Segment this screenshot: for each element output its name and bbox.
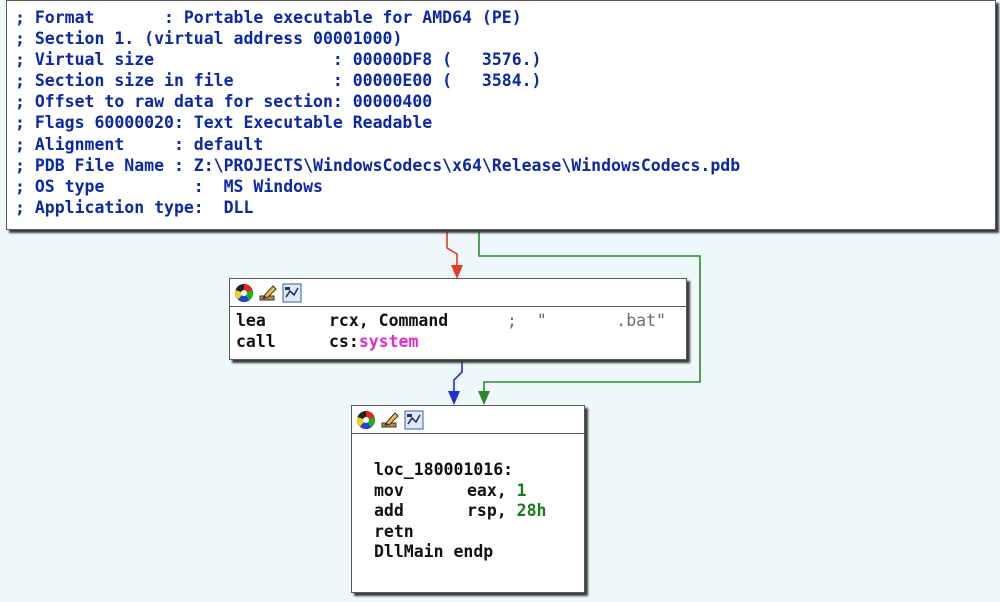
immediate-value: 28h [516,501,547,520]
color-palette-icon[interactable] [356,410,376,430]
code-node-call-system[interactable]: lea rcx, Command ; " .bat" call cs:system [229,278,687,360]
header-line: ; Format : Portable executable for AMD64… [15,8,522,27]
segment-prefix: cs: [329,331,359,351]
header-line: ; Section size in file : 00000E00 ( 3584… [15,71,542,91]
header-line: ; Offset to raw data for section: 000004… [15,92,433,112]
code-node-return[interactable]: loc_180001016: mov eax, 1 add rsp, 28h ret… [351,405,585,593]
mnemonic: mov [374,480,404,500]
header-line: ; Flags 60000020: Text Executable Readab… [15,113,433,133]
header-line: ; Application type: DLL [15,197,254,217]
edge-normal-arrowhead [448,391,460,405]
header-comment-lines: ; Format : Portable executable for AMD64… [15,7,740,218]
mnemonic: lea [236,311,266,330]
function-header-block[interactable]: ; Format : Portable executable for AMD64… [6,0,996,230]
graph-overview-icon[interactable] [282,282,302,303]
edge-true-branch [478,229,701,400]
header-line: ; Alignment : default [15,134,264,154]
color-palette-icon[interactable] [234,283,254,303]
edge-true-arrowhead [478,391,490,405]
instruction-line-call[interactable]: call cs:system [236,332,686,353]
edge-normal-flow [453,359,463,400]
location-label[interactable]: loc_180001016: [374,460,514,479]
node-toolbar [230,279,686,307]
register-operand: eax, [467,480,517,500]
header-line: ; Virtual size : 00000DF8 ( 3576.) [15,50,542,70]
comment: ; " .bat" [507,311,666,330]
mnemonic: call [236,331,276,351]
rename-pencil-icon[interactable] [380,410,400,430]
instruction-line-mov[interactable]: mov eax, 1 [374,481,584,502]
graph-overview-icon[interactable] [404,409,424,430]
operand: rcx, Command [329,311,449,330]
header-line: ; PDB File Name : Z:\PROJECTS\WindowsCod… [15,155,741,175]
header-line: ; Section 1. (virtual address 00001000) [15,29,403,49]
instruction-line-retn[interactable]: retn [374,521,414,541]
node-toolbar [352,406,584,434]
rename-pencil-icon[interactable] [258,283,278,303]
edge-false-arrowhead [451,265,463,279]
register-operand: rsp, [467,501,517,520]
instruction-line-lea[interactable]: lea rcx, Command ; " .bat" [236,311,686,332]
call-target-system[interactable]: system [358,331,419,351]
edge-false-branch [446,229,458,275]
immediate-value: 1 [516,480,527,500]
function-end-marker[interactable]: DllMain endp [374,542,494,561]
mnemonic: add [374,501,404,520]
instruction-line-add[interactable]: add rsp, 28h [374,501,584,522]
header-line: ; OS type : MS Windows [15,176,323,196]
